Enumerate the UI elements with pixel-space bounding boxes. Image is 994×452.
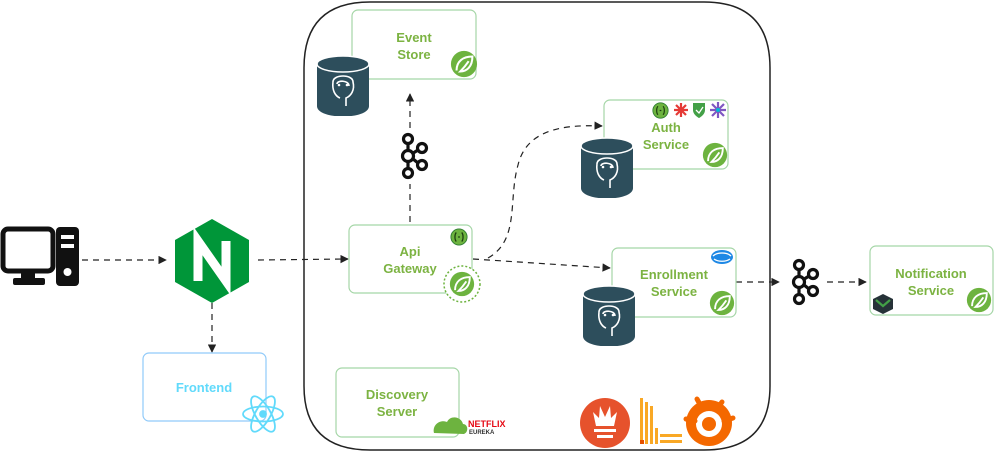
netflix-eureka-line2: EUREKA [469,430,495,436]
postgresql-icon [316,55,370,116]
discovery-server-node[interactable]: Discovery Server NETFLIX EUREKA [335,367,506,438]
keycloak-icon [674,103,688,117]
frontend-node[interactable]: Frontend [142,352,284,435]
spring-icon [702,142,728,168]
kafka-icon [400,132,429,180]
desktop-computer-icon [0,226,79,286]
postgresql-icon [582,285,636,346]
event-store-label-line2: Store [397,47,430,62]
flow-arrows [82,93,867,353]
auth-token-icon [710,102,726,118]
prometheus-icon [580,398,630,448]
netflix-eureka-icon: NETFLIX EUREKA [433,417,506,436]
api-gateway-label-line2: Gateway [383,261,437,276]
spring-icon [450,50,478,78]
auth-service-label-line2: Service [643,137,689,152]
api-gateway-label-line1: Api [400,244,421,259]
netflix-eureka-line1: NETFLIX [468,419,506,429]
arrow-nginx-to-gateway [257,254,349,264]
api-gateway-node[interactable]: Api Gateway [348,224,481,303]
auth-service-label-line1: Auth [651,120,681,135]
enrollment-service-node[interactable]: Enrollment Service [611,247,737,318]
discovery-server-label-line1: Discovery [366,387,429,402]
react-icon [242,395,284,433]
loki-icon [640,398,682,444]
auth-service-node[interactable]: Auth Service [603,99,729,170]
shield-icon [693,103,705,118]
frontend-label: Frontend [176,380,232,395]
backend-boundary [303,1,771,451]
arrow-gateway-to-auth [487,121,603,259]
postgresql-icon [580,137,634,198]
spring-icon [966,287,992,313]
arrow-gateway-to-enrollment [472,258,611,272]
enrollment-service-label-line1: Enrollment [640,267,709,282]
notification-service-label-line1: Notification [895,266,967,281]
nginx-icon [175,219,249,303]
notification-service-label-line2: Service [908,283,954,298]
mailtrap-icon [711,250,733,264]
spring-cloud-gateway-icon [450,228,468,246]
spring-cloud-gateway-icon [652,102,669,119]
event-store-label-line1: Event [396,30,432,45]
event-store-node[interactable]: Event Store [351,9,478,80]
kafka-icon [791,258,820,306]
grafana-icon [683,396,736,446]
spring-icon [709,290,735,316]
spring-cloud-icon [443,265,481,303]
discovery-server-label-line2: Server [377,404,417,419]
notification-service-node[interactable]: Notification Service [869,245,994,316]
mapstruct-icon [873,294,893,314]
enrollment-service-label-line2: Service [651,284,697,299]
